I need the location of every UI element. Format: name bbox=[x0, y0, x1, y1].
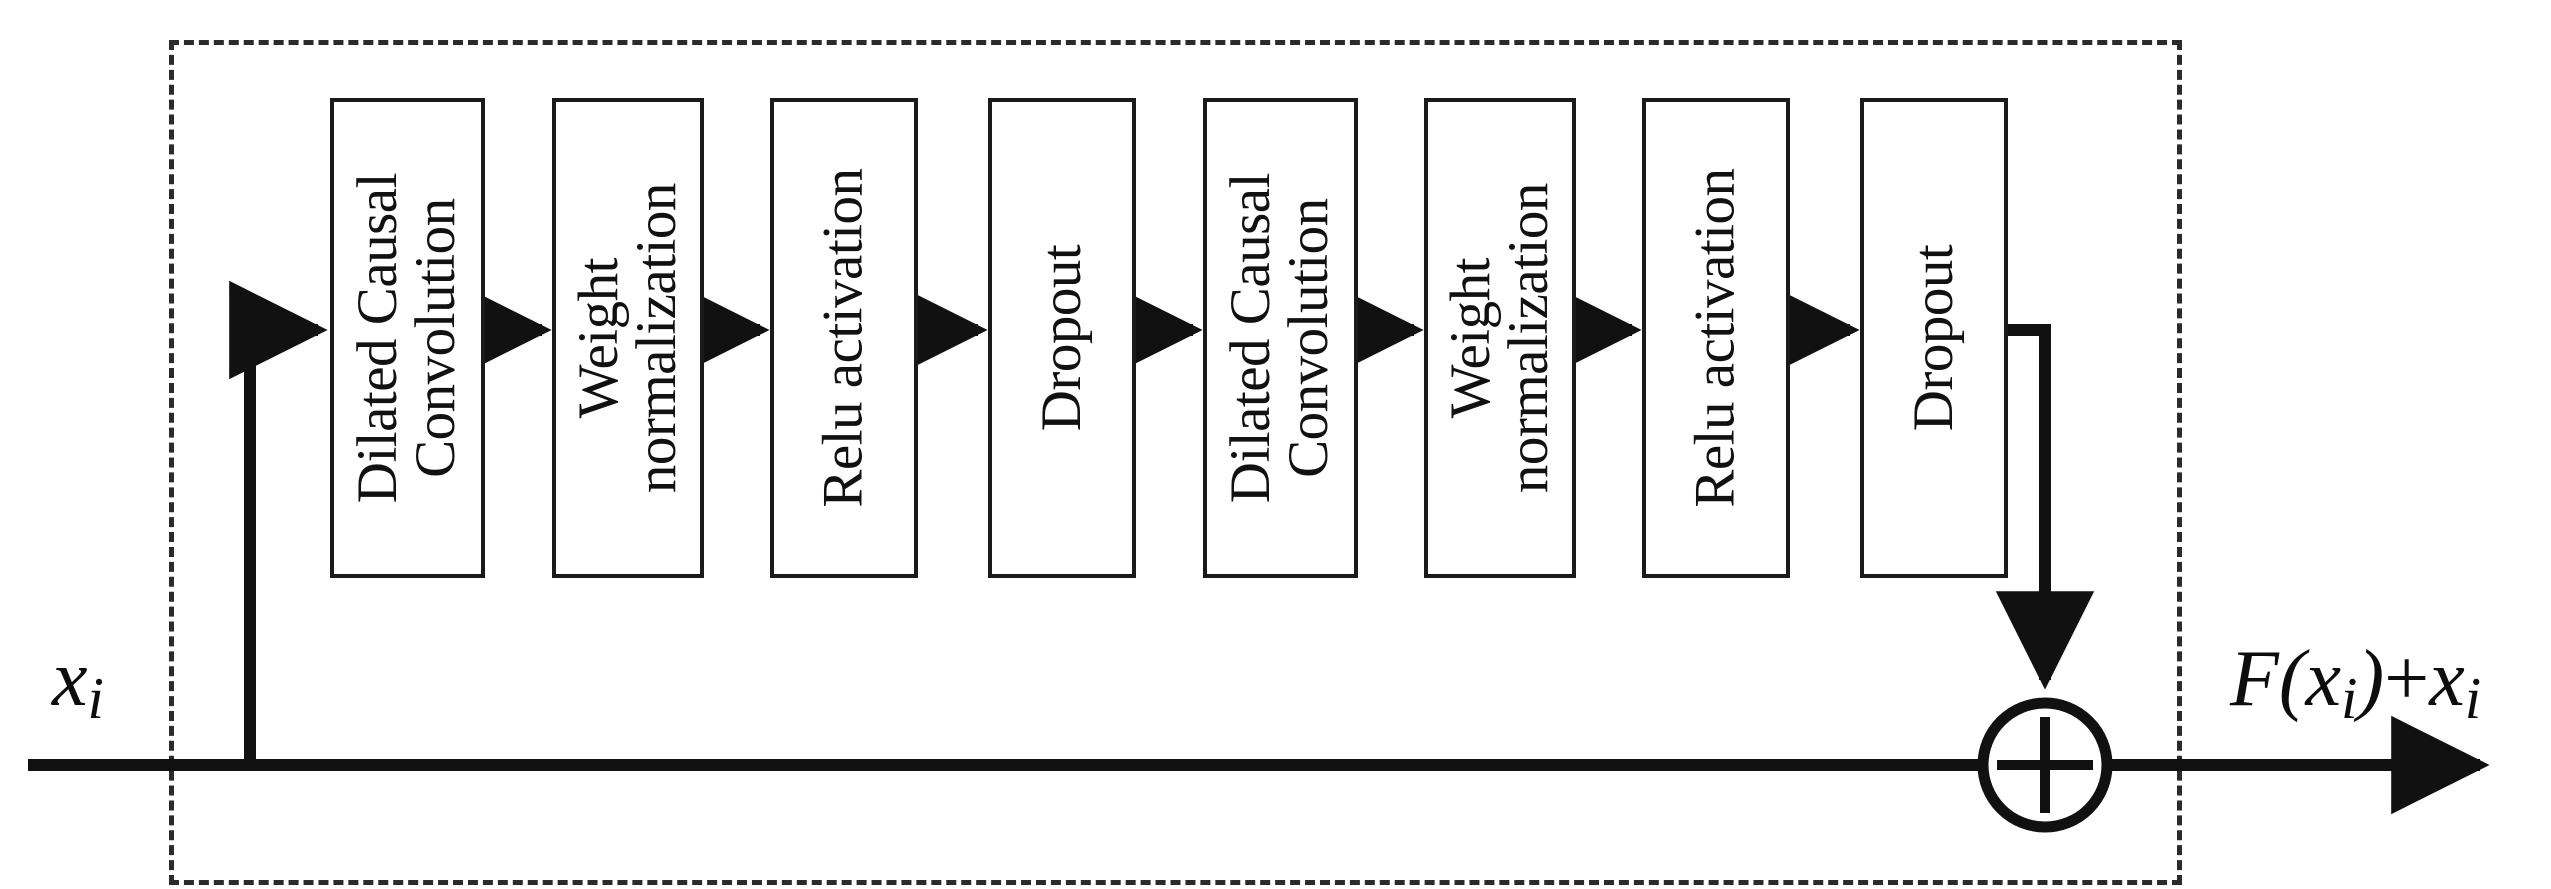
process-block-relu-activation-2[interactable]: Relu activation bbox=[1642, 98, 1790, 578]
process-block-relu-activation-1[interactable]: Relu activation bbox=[770, 98, 918, 578]
process-block-label: Dilated Causal Convolution bbox=[346, 172, 468, 504]
process-block-dropout-1[interactable]: Dropout bbox=[988, 98, 1136, 578]
process-block-label: Weight normalization bbox=[566, 182, 688, 494]
process-block-dilated-causal-convolution-1[interactable]: Dilated Causal Convolution bbox=[330, 98, 485, 578]
process-block-label: Dilated Causal Convolution bbox=[1219, 172, 1341, 504]
output-expression-label: F(xi)+xi bbox=[2230, 635, 2482, 732]
process-block-label: Dropout bbox=[1029, 244, 1093, 432]
process-block-weight-normalization-1[interactable]: Weight normalization bbox=[552, 98, 704, 578]
process-block-weight-normalization-2[interactable]: Weight normalization bbox=[1424, 98, 1576, 578]
process-block-dropout-2[interactable]: Dropout bbox=[1860, 98, 2008, 578]
process-block-dilated-causal-convolution-2[interactable]: Dilated Causal Convolution bbox=[1203, 98, 1358, 578]
residual-block-dashed-container bbox=[169, 40, 2182, 885]
input-variable-label: xi bbox=[52, 635, 104, 732]
block-8-to-adder-path bbox=[1995, 324, 2095, 690]
process-block-label: Weight normalization bbox=[1438, 182, 1560, 494]
process-block-label: Dropout bbox=[1901, 244, 1965, 432]
process-block-label: Relu activation bbox=[1683, 168, 1747, 508]
process-block-label: Relu activation bbox=[811, 168, 875, 508]
